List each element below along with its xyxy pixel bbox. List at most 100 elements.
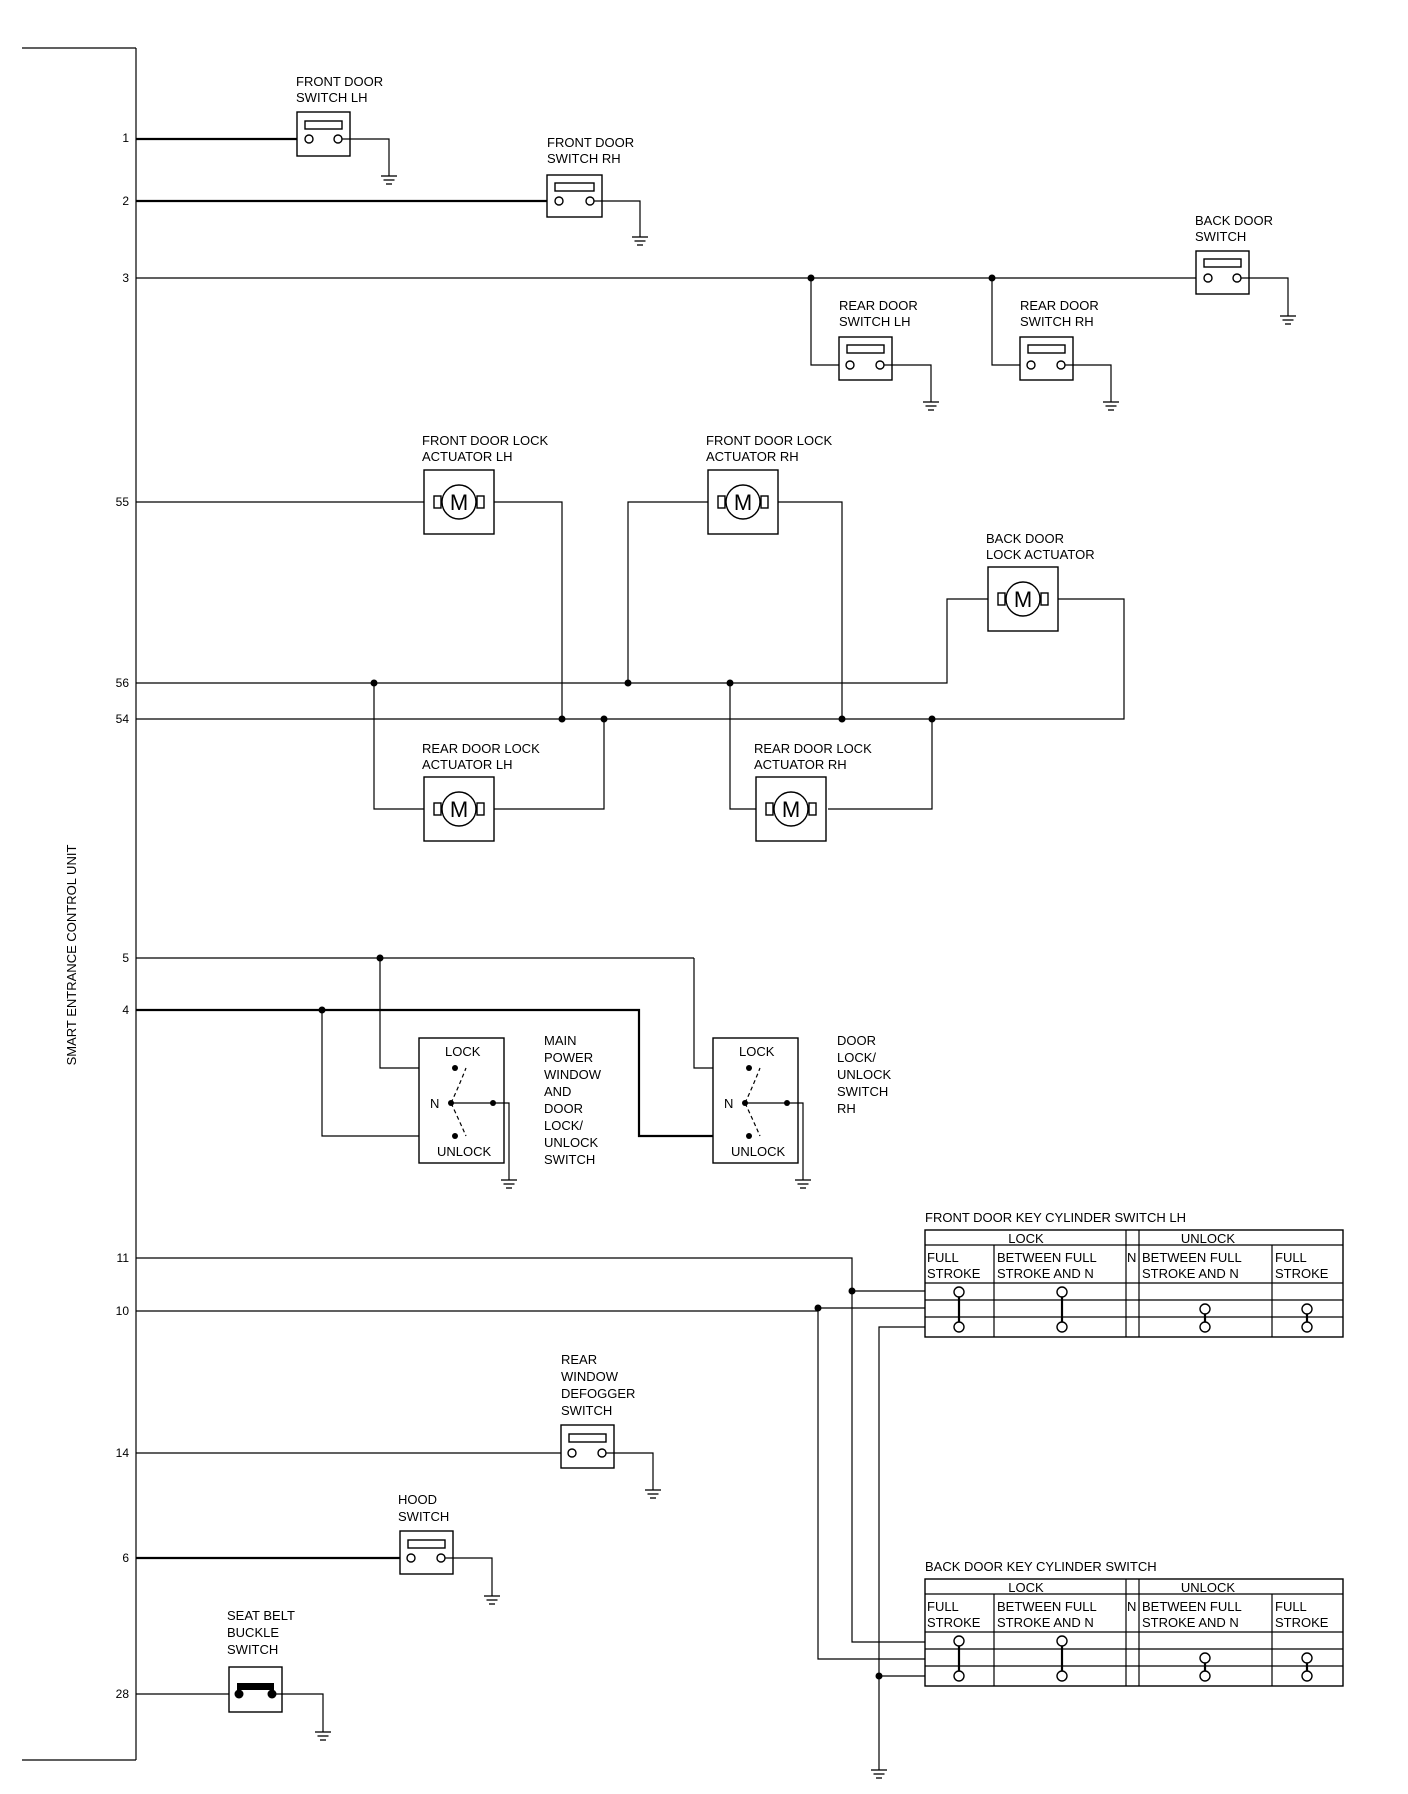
defogger-label-3: DEFOGGER	[561, 1386, 635, 1401]
motor-icon: M	[450, 490, 468, 515]
front-door-lock-actuator-rh: FRONT DOOR LOCK ACTUATOR RH M	[706, 433, 832, 535]
front-door-key-cylinder-switch-table: FRONT DOOR KEY CYLINDER SWITCH LH LOCK U…	[924, 1210, 1344, 1338]
rh-switch-label-2: LOCK/	[837, 1050, 876, 1065]
front-door-switch-lh-label-1: FRONT DOOR	[296, 74, 383, 89]
actuator-back-label-2: LOCK ACTUATOR	[986, 547, 1095, 562]
rear-door-switch-lh: REAR DOOR SWITCH LH	[807, 274, 940, 411]
main-power-window-lock-switch: LOCK UNLOCK N MAIN POWER WINDOW AND DOOR…	[418, 1033, 602, 1189]
back-key-between-lock-2: STROKE AND N	[997, 1615, 1094, 1630]
actuator-rear-lh-label-1: REAR DOOR LOCK	[422, 741, 540, 756]
key-cylinder-wiring	[136, 1257, 925, 1779]
ground-icon	[1102, 401, 1120, 411]
door-lock-unlock-switch-rh: LOCK UNLOCK N DOOR LOCK/ UNLOCK SWITCH R…	[712, 1033, 892, 1189]
seatbelt-label-2: BUCKLE	[227, 1625, 279, 1640]
main-switch-lock-label: LOCK	[445, 1044, 481, 1059]
front-door-switch-lh-label-2: SWITCH LH	[296, 90, 368, 105]
rh-switch-label-5: RH	[837, 1101, 856, 1116]
hood-label-1: HOOD	[398, 1492, 437, 1507]
lock-switch-wiring	[136, 954, 749, 1138]
front-key-full-lock-1: FULL	[927, 1250, 959, 1265]
back-key-unlock-header: UNLOCK	[1181, 1580, 1236, 1595]
main-switch-label-3: WINDOW	[544, 1067, 602, 1082]
front-key-full-unlock-1: FULL	[1275, 1250, 1307, 1265]
back-door-switch: BACK DOOR SWITCH	[1195, 213, 1297, 325]
pin-2: 2	[122, 194, 129, 208]
actuator-front-lh-label-2: ACTUATOR LH	[422, 449, 513, 464]
actuator-rear-rh-label-2: ACTUATOR RH	[754, 757, 847, 772]
front-key-n-header: N	[1127, 1250, 1136, 1265]
rear-door-switch-lh-label-2: SWITCH LH	[839, 314, 911, 329]
front-key-full-lock-2: STROKE	[927, 1266, 981, 1281]
rear-door-switch-lh-label-1: REAR DOOR	[839, 298, 918, 313]
main-switch-label-1: MAIN	[544, 1033, 577, 1048]
hood-label-2: SWITCH	[398, 1509, 449, 1524]
front-key-unlock-header: UNLOCK	[1181, 1231, 1236, 1246]
actuator-front-rh-label-2: ACTUATOR RH	[706, 449, 799, 464]
back-door-key-cylinder-switch-table: BACK DOOR KEY CYLINDER SWITCH LOCK UNLOC…	[924, 1559, 1344, 1687]
rh-switch-n-label: N	[724, 1096, 733, 1111]
pin-55: 55	[116, 495, 130, 509]
actuator-front-lh-label-1: FRONT DOOR LOCK	[422, 433, 548, 448]
main-switch-label-2: POWER	[544, 1050, 593, 1065]
pin-5: 5	[122, 951, 129, 965]
main-switch-label-6: LOCK/	[544, 1118, 583, 1133]
pin-6: 6	[122, 1551, 129, 1565]
pin-10: 10	[116, 1304, 130, 1318]
main-switch-unlock-label: UNLOCK	[437, 1144, 492, 1159]
rear-window-defogger-switch: REAR WINDOW DEFOGGER SWITCH	[136, 1352, 662, 1499]
actuator-front-rh-label-1: FRONT DOOR LOCK	[706, 433, 832, 448]
ground-icon	[483, 1595, 501, 1605]
control-unit-outline	[22, 47, 137, 1761]
back-key-table-title: BACK DOOR KEY CYLINDER SWITCH	[925, 1559, 1157, 1574]
defogger-label-4: SWITCH	[561, 1403, 612, 1418]
main-switch-label-5: DOOR	[544, 1101, 583, 1116]
front-key-between-unlock-2: STROKE AND N	[1142, 1266, 1239, 1281]
back-key-full-lock-2: STROKE	[927, 1615, 981, 1630]
front-key-full-unlock-2: STROKE	[1275, 1266, 1329, 1281]
rh-switch-unlock-label: UNLOCK	[731, 1144, 786, 1159]
back-key-lock-header: LOCK	[1008, 1580, 1044, 1595]
motor-icon: M	[1014, 587, 1032, 612]
front-door-switch-rh-label-1: FRONT DOOR	[547, 135, 634, 150]
unit-label: SMART ENTRANCE CONTROL UNIT	[64, 845, 79, 1066]
pin-14: 14	[116, 1446, 130, 1460]
front-key-between-lock-2: STROKE AND N	[997, 1266, 1094, 1281]
defogger-label-2: WINDOW	[561, 1369, 619, 1384]
actuator-rear-rh-label-1: REAR DOOR LOCK	[754, 741, 872, 756]
actuator-back-label-1: BACK DOOR	[986, 531, 1064, 546]
ground-icon	[644, 1489, 662, 1499]
motor-icon: M	[734, 490, 752, 515]
rear-door-switch-rh-label-1: REAR DOOR	[1020, 298, 1099, 313]
rear-door-switch-rh: REAR DOOR SWITCH RH	[988, 274, 1120, 411]
front-key-lock-header: LOCK	[1008, 1231, 1044, 1246]
front-door-switch-rh: FRONT DOOR SWITCH RH	[136, 135, 649, 246]
pin-4: 4	[122, 1003, 129, 1017]
ground-icon	[631, 236, 649, 246]
back-key-between-unlock-1: BETWEEN FULL	[1142, 1599, 1242, 1614]
front-door-switch-lh: FRONT DOOR SWITCH LH	[136, 74, 398, 185]
main-switch-label-4: AND	[544, 1084, 571, 1099]
pin-56: 56	[116, 676, 130, 690]
ground-icon	[500, 1179, 518, 1189]
back-door-switch-label-2: SWITCH	[1195, 229, 1246, 244]
ground-icon	[922, 401, 940, 411]
front-door-lock-actuator-lh: FRONT DOOR LOCK ACTUATOR LH M	[422, 433, 548, 535]
rh-switch-lock-label: LOCK	[739, 1044, 775, 1059]
ground-icon	[314, 1731, 332, 1741]
seatbelt-label-1: SEAT BELT	[227, 1608, 295, 1623]
ground-icon	[794, 1179, 812, 1189]
rear-door-lock-actuator-lh: REAR DOOR LOCK ACTUATOR LH M	[422, 741, 540, 842]
back-door-lock-actuator: BACK DOOR LOCK ACTUATOR M	[986, 531, 1095, 632]
pin-labels: 1 2 3 55 56 54 5 4 11 10 14 6 28	[116, 131, 130, 1701]
main-switch-n-label: N	[430, 1096, 439, 1111]
back-key-full-unlock-1: FULL	[1275, 1599, 1307, 1614]
pin-3: 3	[122, 271, 129, 285]
ground-icon	[380, 175, 398, 185]
rh-switch-label-4: SWITCH	[837, 1084, 888, 1099]
rh-switch-label-3: UNLOCK	[837, 1067, 892, 1082]
rear-door-lock-actuator-rh: REAR DOOR LOCK ACTUATOR RH M	[754, 741, 872, 842]
front-key-table-title: FRONT DOOR KEY CYLINDER SWITCH LH	[925, 1210, 1186, 1225]
pin-11: 11	[117, 1251, 130, 1265]
back-key-n-header: N	[1127, 1599, 1136, 1614]
